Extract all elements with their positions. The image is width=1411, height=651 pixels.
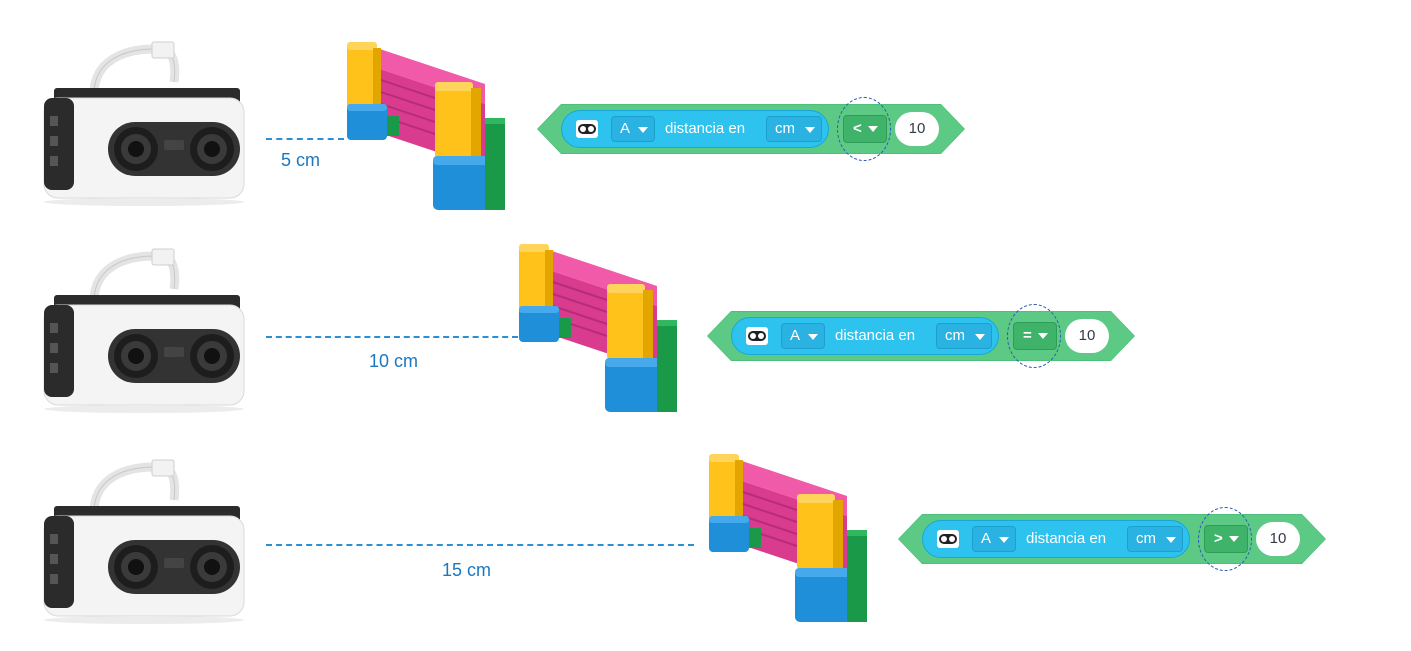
distance-reporter-block[interactable]: A distancia en cm <box>561 110 829 148</box>
distance-dashed-line <box>266 138 344 140</box>
comparison-row-greater-than: 15 cm <box>0 410 1411 624</box>
threshold-value-input[interactable]: 10 <box>1065 319 1109 353</box>
caret-down-icon <box>1166 537 1176 543</box>
distance-sensor-icon <box>576 120 598 138</box>
distance-label: 5 cm <box>281 150 321 170</box>
caret-down-icon <box>808 334 818 340</box>
port-dropdown[interactable]: A <box>611 116 655 142</box>
distance-reporter-block[interactable]: A distancia en cm <box>731 317 999 355</box>
caret-down-icon <box>975 334 985 340</box>
port-dropdown-value: A <box>790 327 801 344</box>
unit-dropdown[interactable]: cm <box>1127 526 1183 552</box>
operator-highlight-circle <box>1198 507 1252 571</box>
port-dropdown[interactable]: A <box>972 526 1016 552</box>
port-dropdown-value: A <box>620 120 631 137</box>
caret-down-icon <box>638 127 648 133</box>
operator-highlight-circle <box>837 97 891 161</box>
reporter-label: distancia en <box>835 327 916 344</box>
port-dropdown-value: A <box>981 530 992 547</box>
unit-dropdown-value: cm <box>775 120 795 137</box>
distance-reporter-block[interactable]: A distancia en cm <box>922 520 1190 558</box>
port-dropdown[interactable]: A <box>781 323 825 349</box>
operator-highlight-circle <box>1007 304 1061 368</box>
threshold-value-input[interactable]: 10 <box>895 112 939 146</box>
lego-wall-image <box>517 240 687 420</box>
caret-down-icon <box>805 127 815 133</box>
distance-label: 15 cm <box>442 560 492 580</box>
distance-sensor-image <box>24 36 254 206</box>
unit-dropdown[interactable]: cm <box>766 116 822 142</box>
unit-dropdown-value: cm <box>1136 530 1156 547</box>
reporter-label: distancia en <box>1026 530 1107 547</box>
distance-sensor-image <box>24 454 254 624</box>
threshold-value-input[interactable]: 10 <box>1256 522 1300 556</box>
lego-wall-image <box>345 38 515 218</box>
unit-dropdown[interactable]: cm <box>936 323 992 349</box>
distance-label: 10 cm <box>369 351 419 371</box>
lego-wall-image <box>707 450 877 630</box>
comparison-row-equal: 10 cm <box>0 207 1411 413</box>
distance-dashed-line <box>266 336 518 338</box>
caret-down-icon <box>999 537 1009 543</box>
distance-dashed-line <box>266 544 694 546</box>
distance-sensor-icon <box>937 530 959 548</box>
unit-dropdown-value: cm <box>945 327 965 344</box>
comparison-row-less-than: 5 cm <box>0 0 1411 210</box>
distance-sensor-icon <box>746 327 768 345</box>
reporter-label: distancia en <box>665 120 746 137</box>
distance-sensor-image <box>24 243 254 413</box>
